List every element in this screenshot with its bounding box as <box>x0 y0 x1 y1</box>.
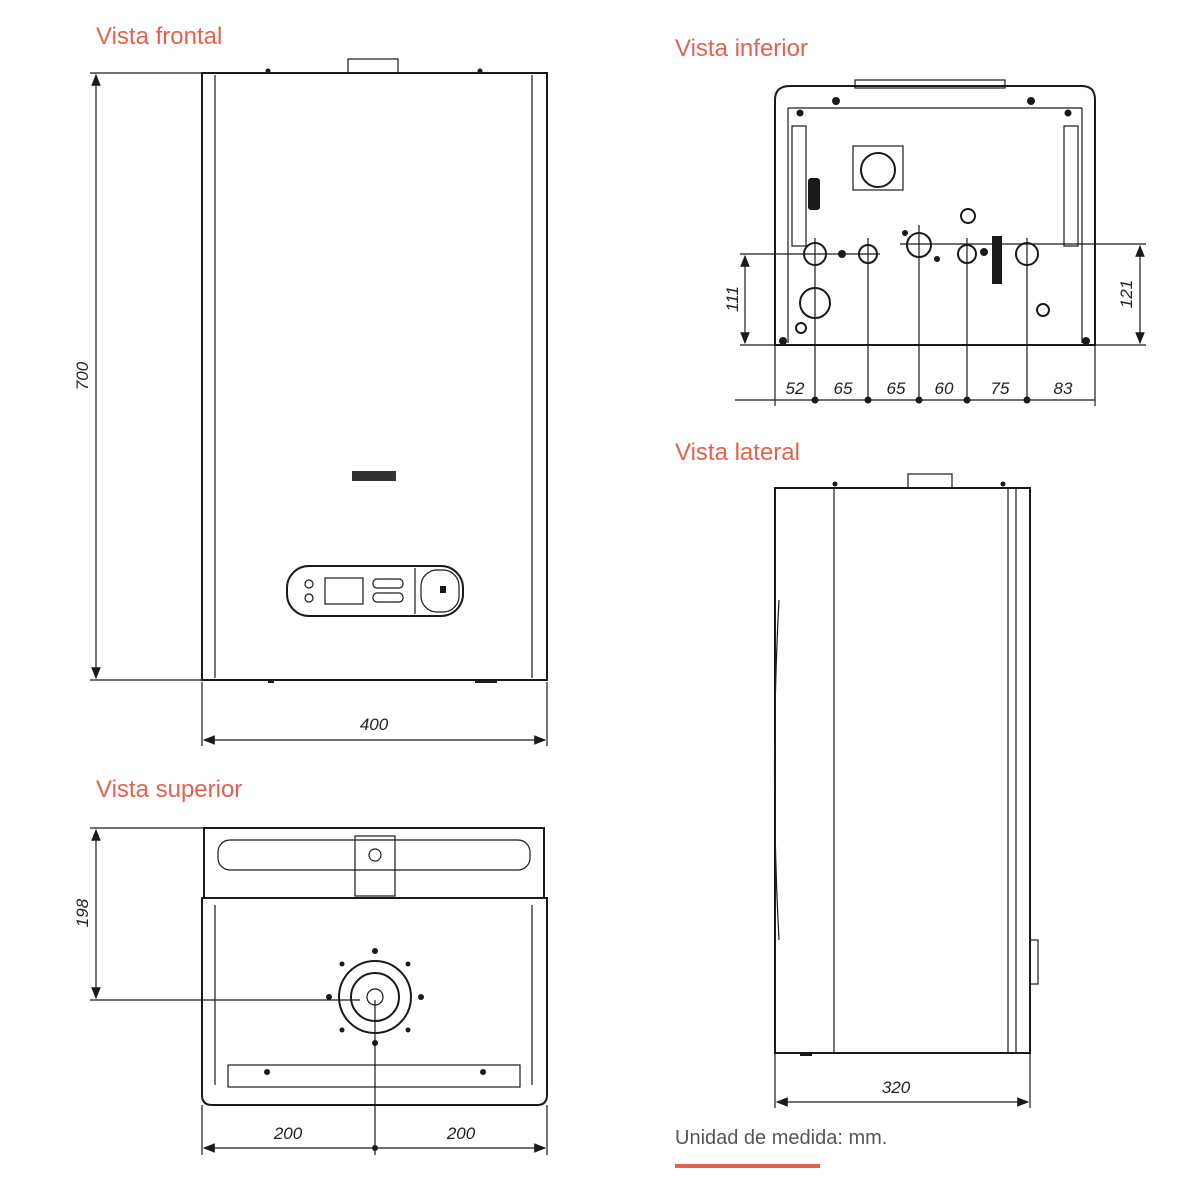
brand-logo <box>352 471 396 481</box>
spacing-dim-6: 83 <box>1054 379 1073 398</box>
spacing-dim-2: 65 <box>834 379 853 398</box>
spacing-dim-5: 75 <box>991 379 1010 398</box>
bottom-left-dim: 111 <box>723 286 742 312</box>
top-depth-dim: 198 <box>73 898 92 927</box>
front-height-dim: 700 <box>73 361 92 390</box>
top-body <box>201 897 548 1106</box>
unit-note: Unidad de medida: mm. <box>675 1127 887 1149</box>
bottom-view: Vista inferior <box>675 35 1146 406</box>
front-width-dim: 400 <box>360 715 389 734</box>
spacing-dim-1: 52 <box>786 379 805 398</box>
top-rear-frame <box>203 827 545 899</box>
top-view: Vista superior 198 200 200 <box>73 776 548 1155</box>
side-depth-dim: 320 <box>882 1078 911 1097</box>
spacing-points <box>811 396 1031 404</box>
bottom-body <box>774 85 1096 346</box>
pipe-connections <box>795 230 1050 334</box>
top-view-title: Vista superior <box>96 776 242 803</box>
front-view: Vista frontal 700 400 <box>73 23 548 746</box>
bottom-view-title: Vista inferior <box>675 35 808 62</box>
bottom-right-dim: 121 <box>1117 280 1136 308</box>
flue-outlet <box>347 58 399 74</box>
accent-underline <box>675 1164 820 1168</box>
control-panel <box>286 565 464 617</box>
side-body <box>774 487 1031 1054</box>
spacing-dim-4: 60 <box>935 379 954 398</box>
top-right-dim: 200 <box>446 1124 476 1143</box>
vertical-guides <box>774 225 1096 406</box>
front-view-title: Vista frontal <box>96 23 222 50</box>
side-view-title: Vista lateral <box>675 439 800 466</box>
front-body <box>201 72 548 681</box>
spacing-dim-3: 65 <box>887 379 906 398</box>
flue-connection <box>326 948 424 1046</box>
top-left-dim: 200 <box>273 1124 303 1143</box>
side-view: Vista lateral 320 <box>675 439 1039 1108</box>
